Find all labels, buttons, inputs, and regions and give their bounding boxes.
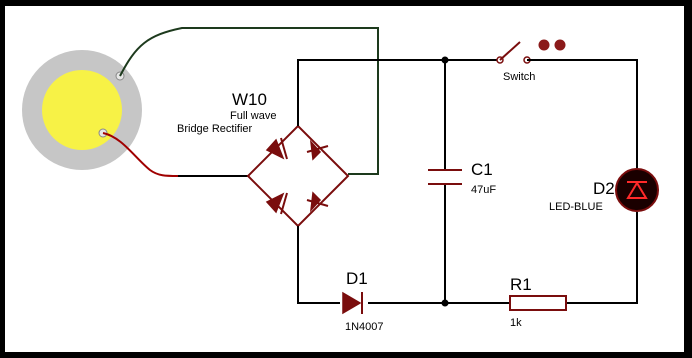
right-rail-top-wire (527, 59, 638, 168)
led-d2 (615, 168, 659, 212)
cap-value-label: 47uF (471, 184, 496, 196)
bridge-diode-bottom-left (265, 192, 288, 215)
right-rail-bottom-wire (566, 212, 638, 304)
capacitor-c1 (428, 169, 462, 185)
diode-ref-label: D1 (346, 269, 368, 288)
piezo-inner-disc (42, 70, 122, 150)
cap-ref-label: C1 (471, 160, 493, 179)
bridge-desc-line1: Full wave (230, 110, 276, 122)
piezo-wire-center (102, 132, 179, 177)
resistor-r1 (509, 295, 567, 311)
piezo-wire-top (119, 27, 379, 175)
junction-bottom (441, 299, 449, 307)
diode-triangle (342, 291, 362, 315)
bridge-diode-top-left (265, 137, 288, 160)
resistor-value-label: 1k (510, 317, 522, 329)
bridge-rectifier (246, 124, 350, 228)
switch-contact-dot-2 (554, 39, 566, 51)
resistor-ref-label: R1 (510, 275, 532, 294)
bridge-desc-line2: Bridge Rectifier (177, 123, 253, 135)
piezo-disc (22, 50, 142, 170)
bridge-bottom-wire (297, 226, 340, 304)
switch-lever (499, 41, 521, 61)
led-ref-label: D2 (593, 179, 615, 198)
switch-contact-dot-1 (538, 39, 550, 51)
diode-value-label: 1N4007 (345, 321, 384, 333)
switch (496, 39, 566, 64)
switch-label: Switch (503, 71, 535, 83)
diode-d1 (342, 291, 363, 315)
bridge-diode-top-right (306, 139, 329, 161)
bridge-ref-label: W10 (232, 90, 267, 109)
top-rail-wire (297, 59, 500, 126)
led-body (615, 168, 659, 212)
led-value-label: LED-BLUE (549, 201, 603, 213)
led-triangle (626, 181, 648, 199)
bridge-diode-bottom-right (306, 191, 329, 213)
